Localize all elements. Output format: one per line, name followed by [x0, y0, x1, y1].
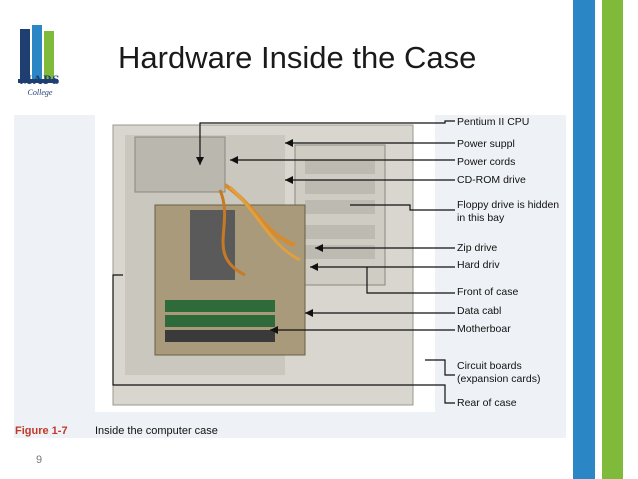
label-zip-drive: Zip drive [457, 242, 498, 254]
label-pentium-cpu: Pentium II CPU [457, 116, 530, 128]
label-motherboard: Motherboar [457, 323, 511, 335]
label-front-of-case: Front of case [457, 286, 519, 298]
label-data-cable: Data cabl [457, 305, 502, 317]
label-power-cords: Power cords [457, 156, 516, 168]
label-floppy-drive: Floppy drive is hidden [457, 199, 560, 211]
stripe-gap-right [623, 0, 638, 479]
computer-case-photo [112, 120, 455, 406]
label-power-supply: Power suppl [457, 138, 515, 150]
label-circuit-boards: Circuit boards [457, 360, 522, 372]
label-cdrom-drive: CD-ROM drive [457, 174, 526, 186]
figure-caption: Inside the computer case [95, 425, 218, 437]
accent-stripe-blue [573, 0, 595, 479]
label-rear-of-case: Rear of case [457, 397, 517, 409]
accent-stripe-green [602, 0, 623, 479]
slide-title: Hardware Inside the Case [118, 40, 477, 75]
page-number: 9 [36, 454, 43, 466]
figure-number: Figure 1-7 [15, 425, 68, 437]
label-hard-drive: Hard driv [457, 259, 500, 271]
maps-college-logo [18, 25, 58, 83]
logo-sub: College [27, 88, 53, 97]
label-floppy-bay: in this bay [457, 212, 505, 224]
label-expansion-cards: (expansion cards) [457, 373, 541, 385]
stripe-gap [595, 0, 602, 479]
logo-name: MAPS [19, 72, 61, 87]
